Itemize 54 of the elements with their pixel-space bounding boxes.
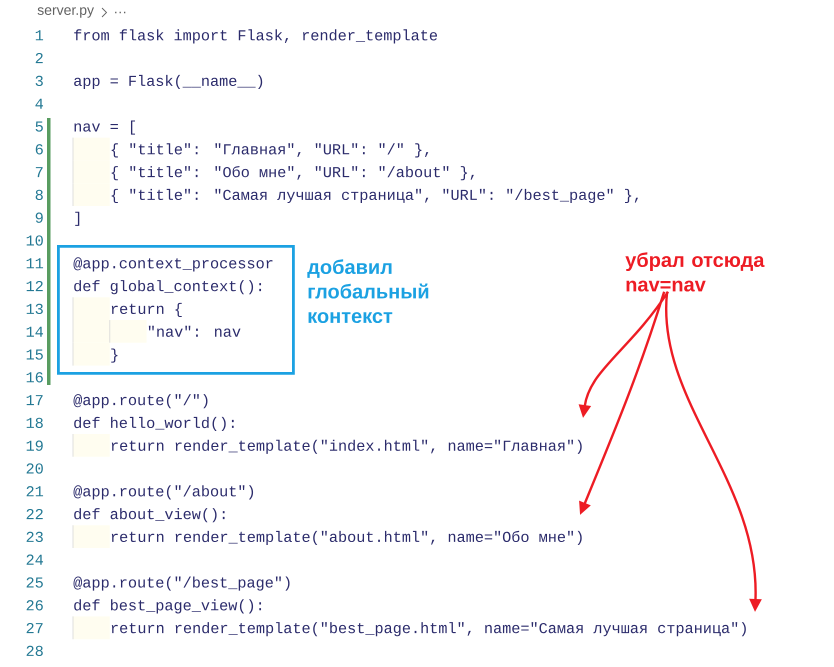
line-number: 18 (26, 418, 43, 428)
node-label: def global_context(): (74, 280, 262, 294)
code-line: { "title": "Самая лучшая страница", "URL": "/best_page" }, (112, 188, 638, 204)
line-number: 19 (26, 440, 43, 451)
line-number: 20 (26, 463, 43, 474)
file-name: server.py (38, 7, 94, 18)
code-line: return render_template("best_page.html", name="Самая лучшая страница") (112, 622, 746, 636)
code-line: def best_page_view(): (74, 599, 262, 614)
line-number: 2 (36, 52, 43, 64)
line-number: 16 (26, 372, 43, 382)
line-number: 7 (36, 167, 43, 178)
line-number: 26 (26, 600, 43, 610)
code-line: { "title": "Обо мне", "URL": "/about" }, (112, 166, 474, 180)
node-label: } (111, 348, 118, 363)
line-number: 15 (26, 350, 43, 360)
code-line: from flask import Flask, render_template (74, 29, 437, 44)
line-number: 1 (36, 30, 44, 40)
code-line: return render_template("about.html", name="Обо мне") (112, 530, 582, 546)
code-line: @app.route("/about") (74, 485, 254, 500)
code-line: app = Flask(__name__) (74, 74, 262, 90)
code-line: def about_view(): (74, 508, 225, 522)
line-number: 25 (26, 577, 43, 588)
line-number: 22 (26, 508, 43, 520)
line-number: 8 (36, 190, 43, 200)
line-number: 17 (26, 395, 43, 406)
breadcrumb-ellipsis: … (115, 12, 126, 14)
code-line: nav = [ (74, 120, 136, 135)
line-number: 28 (26, 646, 43, 656)
code-line: @app.route("/best_page") (74, 576, 290, 591)
line-number: 23 (26, 532, 43, 542)
line-number: 9 (36, 212, 43, 223)
line-number: 11 (26, 258, 44, 268)
line-number: 14 (26, 326, 44, 337)
code-line: ] (75, 212, 80, 226)
line-number: 4 (35, 98, 44, 109)
line-number: 6 (36, 144, 43, 154)
line-number: 5 (36, 122, 43, 132)
line-number: 27 (26, 622, 43, 634)
node-label: @app.context_processor (74, 257, 272, 272)
line-number: 10 (26, 235, 43, 246)
code-line: { "title": "Главная", "URL": "/" }, (112, 143, 428, 158)
highlight-box: @app.context_processor def global_context(): return { "nav": nav } (57, 245, 295, 375)
code-line: @app.route("/") (74, 394, 208, 408)
annotation-text: убрал отсюда nav=nav (625, 252, 765, 292)
annotation-text: добавил глобальный контекст (307, 259, 428, 324)
code-line: def hello_world(): (74, 416, 234, 432)
node-label: return { (112, 302, 182, 318)
line-number: 24 (26, 554, 44, 565)
line-number: 3 (36, 76, 43, 86)
line-number: 13 (26, 304, 43, 314)
line-number: 21 (26, 486, 44, 496)
line-number: 12 (26, 280, 43, 292)
node-label: "nav": nav (148, 326, 241, 337)
code-line: return render_template("index.html", name="Главная") (112, 440, 582, 454)
